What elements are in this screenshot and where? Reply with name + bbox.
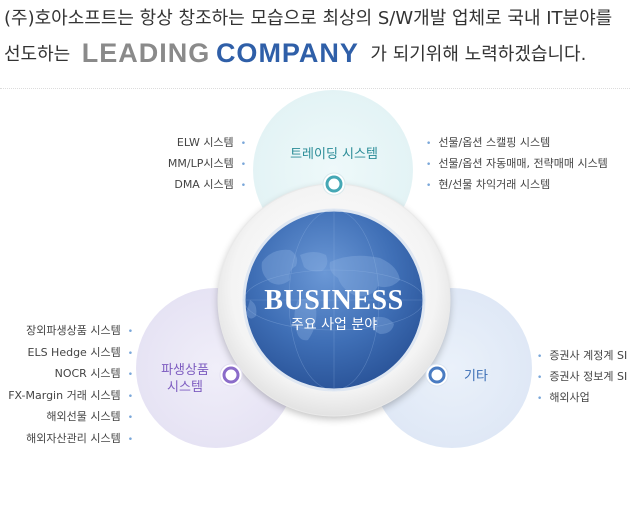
derivatives-label-line2: 시스템	[167, 380, 203, 395]
derivatives-node-icon	[219, 363, 243, 387]
derivatives-label-line1: 파생상품	[161, 363, 209, 378]
list-item: ELS Hedge 시스템•	[27, 345, 134, 359]
intro-line-2: 선도하는 LEADING COMPANY 가 되기위해 노력하겠습니다.	[4, 36, 612, 72]
world-map-icon	[242, 208, 426, 392]
list-item: MM/LP시스템•	[167, 157, 246, 170]
bullet-icon: •	[127, 348, 133, 359]
list-item: •증권사 정보계 SI	[537, 370, 628, 383]
list-item: DMA 시스템•	[174, 178, 246, 191]
list-item: FX-Margin 거래 시스템•	[8, 388, 133, 402]
bullet-icon: •	[127, 413, 133, 423]
center-title: BUSINESS	[264, 285, 404, 316]
list-item: •선물/옵션 스캘핑 시스템	[426, 136, 551, 149]
list-item: 해외자산관리 시스템•	[26, 431, 133, 445]
intro-prefix: 선도하는	[4, 44, 71, 65]
list-item: •해외사업	[537, 391, 590, 404]
bullet-icon: •	[240, 160, 246, 170]
bullet-icon: •	[240, 139, 246, 149]
intro-suffix: 가 되기위해 노력하겠습니다.	[370, 44, 587, 65]
bullet-icon: •	[127, 391, 133, 402]
section-divider	[0, 88, 630, 89]
intro-text: (주)호아소프트는 항상 창조하는 모습으로 최상의 S/W개발 업체로 국내 …	[4, 2, 612, 72]
center-subtitle: 주요 사업 분야	[290, 317, 378, 333]
etc-label: 기타	[464, 369, 488, 384]
list-item: ELW 시스템•	[176, 136, 246, 149]
list-item: •현/선물 차익거래 시스템	[426, 178, 551, 191]
intro-line-1: (주)호아소프트는 항상 창조하는 모습으로 최상의 S/W개발 업체로 국내 …	[4, 8, 613, 29]
center-label: BUSINESS 주요 사업 분야	[254, 286, 414, 334]
company-word: COMPANY	[215, 38, 359, 68]
etc-node-icon	[425, 363, 449, 387]
list-item: 장외파생상품 시스템•	[26, 324, 133, 337]
bullet-icon: •	[537, 394, 543, 404]
bullet-icon: •	[240, 181, 246, 191]
list-item: 해외선물 시스템•	[46, 410, 133, 423]
derivatives-list: 장외파생상품 시스템• ELS Hedge 시스템• NOCR 시스템• FX-…	[8, 321, 133, 450]
leading-word: LEADING	[81, 38, 211, 68]
list-item: NOCR 시스템•	[54, 367, 133, 380]
bullet-icon: •	[426, 181, 432, 191]
derivatives-label: 파생상품 시스템	[140, 362, 230, 396]
bullet-icon: •	[537, 352, 543, 362]
bullet-icon: •	[537, 373, 543, 383]
etc-list: •증권사 계정계 SI •증권사 정보계 SI •해외사업	[537, 346, 627, 409]
bullet-icon: •	[426, 160, 432, 170]
list-item: •증권사 계정계 SI	[537, 349, 628, 362]
trading-node-icon	[322, 172, 346, 196]
list-item: •선물/옵션 자동매매, 전략매매 시스템	[426, 157, 608, 170]
bullet-icon: •	[127, 327, 133, 337]
bullet-icon: •	[127, 434, 133, 445]
bullet-icon: •	[426, 139, 432, 149]
trading-right-list: •선물/옵션 스캘핑 시스템 •선물/옵션 자동매매, 전략매매 시스템 •현/…	[426, 133, 608, 196]
bullet-icon: •	[127, 370, 133, 380]
trading-left-list: ELW 시스템• MM/LP시스템• DMA 시스템•	[168, 133, 246, 196]
trading-label: 트레이딩 시스템	[290, 147, 378, 162]
